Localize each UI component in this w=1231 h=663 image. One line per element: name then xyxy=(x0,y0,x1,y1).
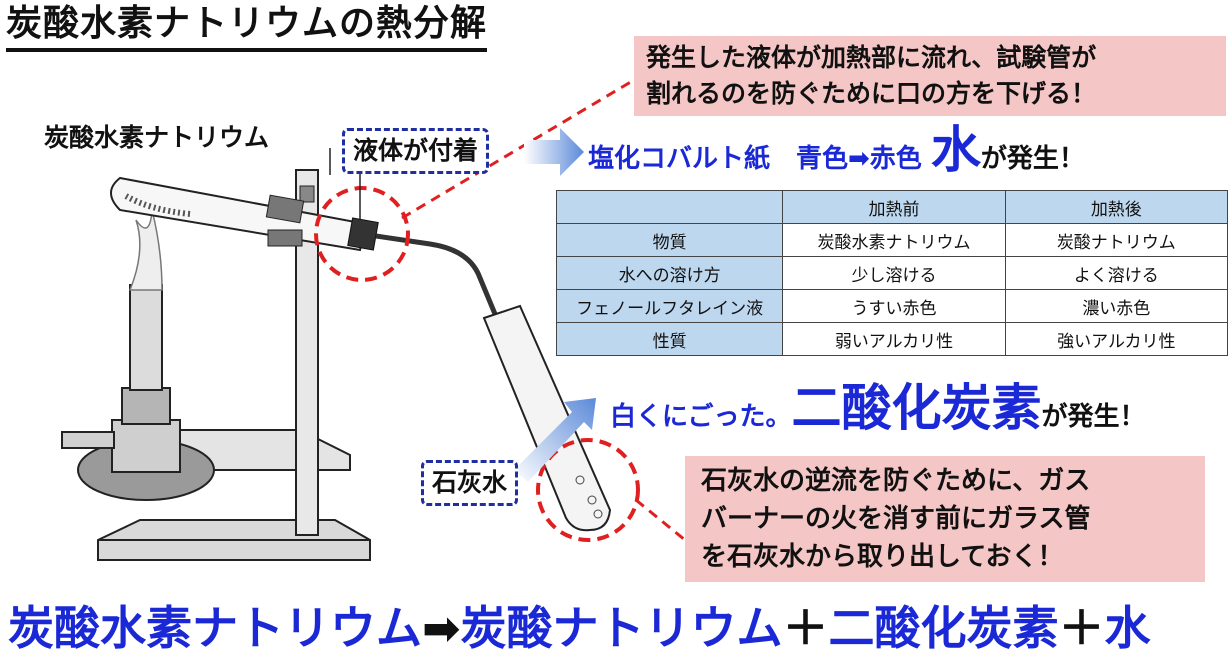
equation-plus-2: ＋ xyxy=(1058,601,1105,655)
table-header-row: 加熱前 加熱後 xyxy=(555,190,1229,224)
water-suffix: が発生！ xyxy=(980,144,1085,174)
liquid-highlight-circle xyxy=(314,186,410,282)
test-tube-note-line2: 割れるのを防ぐために口の方を下げる！ xyxy=(646,79,1097,108)
table-row: 物質 炭酸水素ナトリウム 炭酸ナトリウム xyxy=(555,223,1229,257)
table-cell: うすい赤色 xyxy=(782,289,1006,323)
table-row-header: フェノールフタレイン液 xyxy=(555,289,784,323)
test-tube-note-line1: 発生した液体が加熱部に流れ、試験管が xyxy=(646,43,1097,72)
table-header-cell: 加熱後 xyxy=(1004,190,1229,224)
gas-burner xyxy=(61,209,215,501)
equation-arrow: ➡ xyxy=(422,601,461,655)
bottom-note-leader xyxy=(635,498,686,542)
limewater-highlight-circle xyxy=(536,438,640,542)
equation-product-3: 水 xyxy=(1104,601,1151,655)
co2-suffix: が発生！ xyxy=(1041,402,1146,432)
backflow-note-line3: を石灰水から取り出しておく！ xyxy=(701,542,1064,572)
equation-plus-1: ＋ xyxy=(782,601,829,655)
table-row-header: 性質 xyxy=(555,322,784,356)
test-tube xyxy=(110,176,379,252)
table-cell: 少し溶ける xyxy=(782,256,1006,290)
cobalt-paper-text: 塩化コバルト紙 青色➡赤色 xyxy=(588,144,922,174)
table-header-cell xyxy=(555,190,784,224)
table-row-header: 水への溶け方 xyxy=(555,256,784,290)
table-row: 性質 弱いアルカリ性 強いアルカリ性 xyxy=(555,322,1229,356)
table-cell: 炭酸ナトリウム xyxy=(1004,223,1229,257)
table-cell: 弱いアルカリ性 xyxy=(782,322,1006,356)
limewater-tube xyxy=(482,304,612,532)
water-result-arrow xyxy=(524,128,584,176)
co2-result-arrow xyxy=(514,398,596,482)
backflow-note: 石灰水の逆流を防ぐために、ガス バーナーの火を消す前にガラス管 を石灰水から取り… xyxy=(685,456,1205,582)
nahco3-label: 炭酸水素ナトリウム xyxy=(44,123,270,152)
table-cell: 強いアルカリ性 xyxy=(1004,322,1229,356)
delivery-tube xyxy=(375,233,563,471)
equation-product-1: 炭酸ナトリウム xyxy=(460,601,783,655)
cloudy-text: 白くにごった。 xyxy=(610,402,792,432)
table-row: フェノールフタレイン液 うすい赤色 濃い赤色 xyxy=(555,289,1229,323)
co2-big-text: 二酸化炭素 xyxy=(791,379,1042,437)
equation-product-2: 二酸化炭素 xyxy=(828,601,1059,655)
limewater-label: 石灰水 xyxy=(421,460,519,506)
equation-reactant: 炭酸水素ナトリウム xyxy=(8,601,422,655)
page-title: 炭酸水素ナトリウムの熱分解 xyxy=(6,2,488,52)
co2-result: 白くにごった。二酸化炭素が発生！ xyxy=(610,376,1146,449)
table-header-cell: 加熱前 xyxy=(782,190,1006,224)
test-tube-note: 発生した液体が加熱部に流れ、試験管が 割れるのを防ぐために口の方を下げる！ xyxy=(634,36,1226,116)
backflow-note-line2: バーナーの火を消す前にガラス管 xyxy=(701,504,1091,534)
reaction-equation: 炭酸水素ナトリウム➡炭酸ナトリウム＋二酸化炭素＋水 xyxy=(8,598,1151,658)
table-cell: よく溶ける xyxy=(1004,256,1229,290)
backflow-note-line1: 石灰水の逆流を防ぐために、ガス xyxy=(701,466,1091,496)
top-note-leader xyxy=(401,78,635,220)
stand-pole xyxy=(295,169,319,536)
table-cell: 炭酸水素ナトリウム xyxy=(782,223,1006,257)
table-row: 水への溶け方 少し溶ける よく溶ける xyxy=(555,256,1229,290)
liquid-label: 液体が付着 xyxy=(342,128,490,174)
table-cell: 濃い赤色 xyxy=(1004,289,1229,323)
water-result: 塩化コバルト紙 青色➡赤色 水が発生！ xyxy=(588,120,1085,189)
table-row-header: 物質 xyxy=(555,223,784,257)
water-big-text: 水 xyxy=(930,121,981,179)
properties-table: 加熱前 加熱後 物質 炭酸水素ナトリウム 炭酸ナトリウム 水への溶け方 少し溶け… xyxy=(555,190,1229,356)
